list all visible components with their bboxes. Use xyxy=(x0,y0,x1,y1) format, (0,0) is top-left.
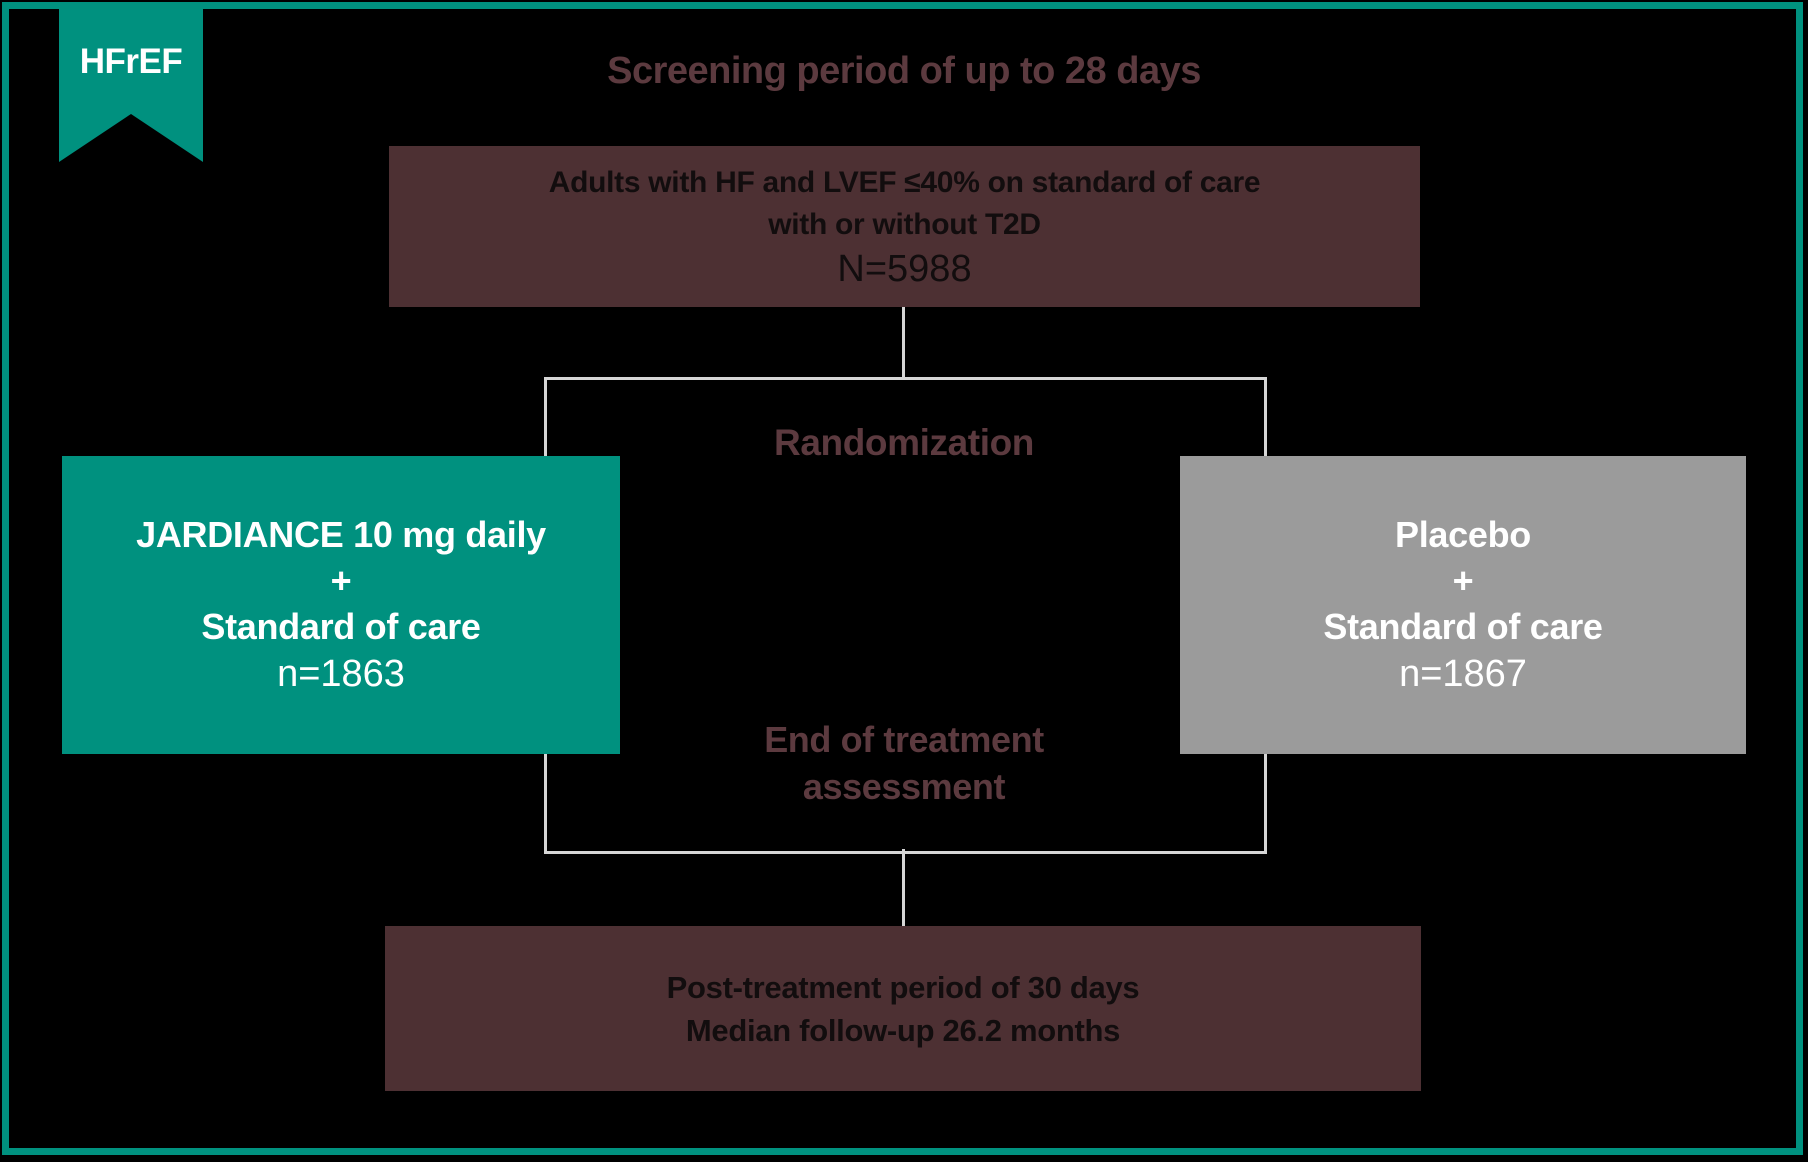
randomization-label: Randomization xyxy=(774,422,1034,463)
jardiance-arm-line2: Standard of care xyxy=(201,606,481,647)
placebo-arm-plus: + xyxy=(1452,560,1474,601)
placebo-arm-line1: Placebo xyxy=(1395,514,1531,555)
post-treatment-box: Post-treatment period of 30 days Median … xyxy=(385,926,1421,1091)
end-of-treatment-line1: End of treatment xyxy=(764,719,1044,760)
placebo-arm-n-value: n=1867 xyxy=(1399,653,1527,695)
jardiance-arm-plus: + xyxy=(330,560,352,601)
jardiance-arm-box: JARDIANCE 10 mg daily + Standard of care… xyxy=(62,456,620,754)
screening-period-title: Screening period of up to 28 days xyxy=(607,50,1201,92)
end-of-treatment-label: End of treatment assessment xyxy=(0,716,1808,810)
screening-line1: Adults with HF and LVEF ≤40% on standard… xyxy=(548,165,1261,199)
connector-line-top xyxy=(902,307,905,379)
placebo-arm-box: Placebo + Standard of care n=1867 xyxy=(1180,456,1746,754)
screening-n-value: N=5988 xyxy=(837,247,972,290)
hfref-badge-label: HFrEF xyxy=(79,42,183,81)
placebo-arm-line2: Standard of care xyxy=(1323,606,1603,647)
connector-line-bottom xyxy=(902,849,905,927)
post-treatment-line1: Post-treatment period of 30 days xyxy=(666,969,1140,1005)
screening-line2: with or without T2D xyxy=(768,207,1041,241)
end-of-treatment-line2: assessment xyxy=(802,766,1006,807)
screening-population-box: Adults with HF and LVEF ≤40% on standard… xyxy=(389,146,1420,307)
jardiance-arm-n-value: n=1863 xyxy=(277,653,405,695)
post-treatment-line2: Median follow-up 26.2 months xyxy=(685,1012,1121,1048)
jardiance-arm-line1: JARDIANCE 10 mg daily xyxy=(136,514,546,555)
